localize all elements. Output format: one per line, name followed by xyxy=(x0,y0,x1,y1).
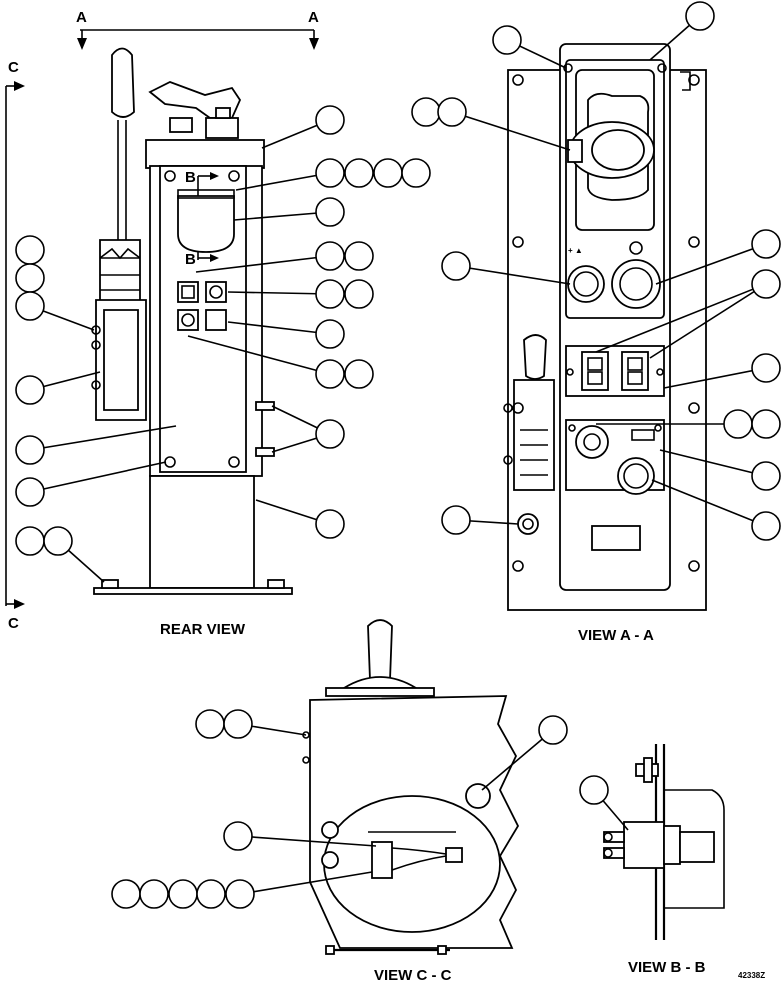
section-c-top-label: C xyxy=(8,59,19,76)
rear-base-column xyxy=(149,475,255,589)
rocker-switch-icon xyxy=(205,281,227,303)
view-b-b-title: VIEW B - B xyxy=(628,959,706,976)
section-a-right-label: A xyxy=(308,9,319,26)
section-b-top-label: B xyxy=(185,169,196,186)
mounting-bolt-icon xyxy=(101,579,119,589)
section-line-a: A A xyxy=(76,9,319,50)
throttle-lever-icon xyxy=(148,81,242,139)
toggle-switch-icon xyxy=(177,281,199,303)
section-line-c: C C xyxy=(5,59,25,632)
handle-lever-icon xyxy=(91,47,147,421)
view-c-c xyxy=(302,619,520,955)
a-symbol-left: + ▲ xyxy=(568,246,583,255)
rear-view-title: REAR VIEW xyxy=(160,621,246,638)
view-a-a-title: VIEW A - A xyxy=(578,627,654,644)
view-c-callouts xyxy=(111,709,568,909)
view-c-c-title: VIEW C - C xyxy=(374,967,452,982)
view-b-callouts xyxy=(579,775,629,831)
rear-top-cap xyxy=(145,139,265,169)
view-a-callouts xyxy=(411,1,781,541)
figure-number: 42338Z xyxy=(738,971,765,980)
section-c-bottom-label: C xyxy=(8,615,19,632)
rear-view: B B xyxy=(91,47,293,595)
b-switch-body xyxy=(623,821,665,869)
view-a-a: + ▲ xyxy=(503,43,707,611)
rear-view-callouts xyxy=(15,105,431,583)
section-a-left-label: A xyxy=(76,9,87,26)
section-b-bottom-label: B xyxy=(185,251,196,268)
view-b-b xyxy=(603,744,725,940)
rear-base-plate xyxy=(93,587,293,595)
